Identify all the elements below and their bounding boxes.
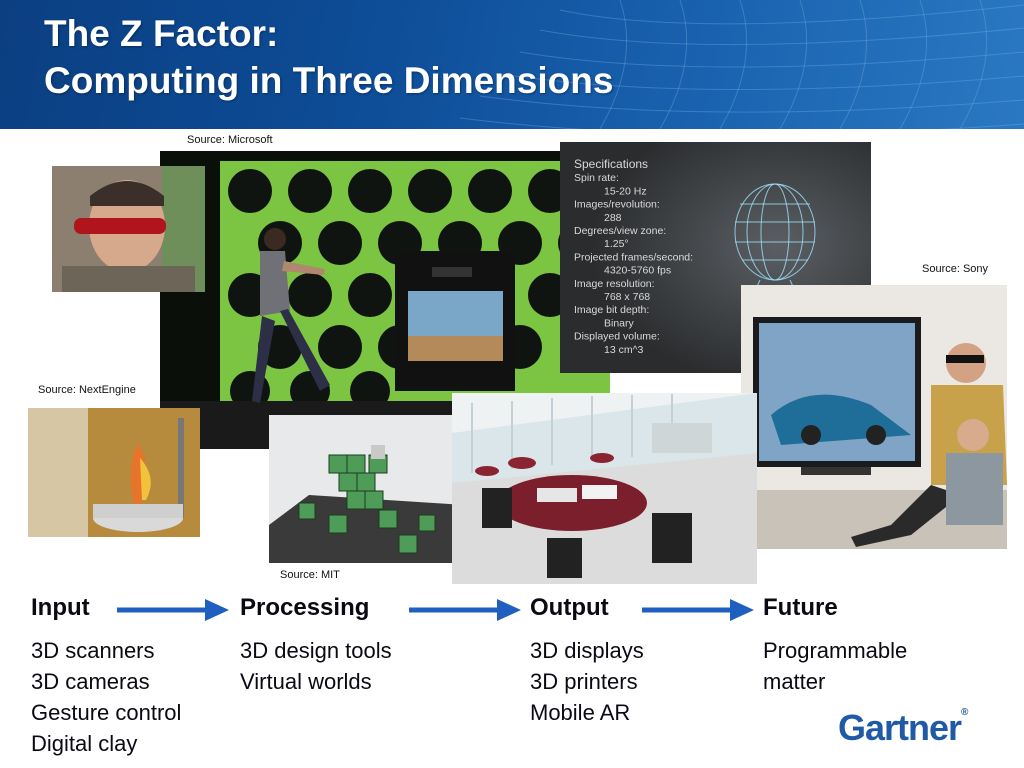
hologram-spec-line: Binary: [604, 317, 635, 329]
hologram-spec-line: 13 cm^3: [604, 344, 644, 356]
nextengine-scanner-photo: [28, 408, 200, 537]
hologram-spec-line: Image resolution:: [574, 278, 655, 290]
hologram-spec-line: 1.25°: [604, 238, 629, 250]
header-wave-grid: [459, 0, 1024, 129]
list-item: 3D cameras: [31, 669, 150, 694]
vr-glasses-photo: [52, 166, 205, 292]
sony-3d-tv-photo: [741, 285, 1007, 549]
slide-header: The Z Factor: Computing in Three Dimensi…: [0, 0, 1024, 129]
logo-text: Gartner: [838, 707, 962, 748]
source-sony: Source: Sony: [922, 263, 989, 275]
list-item: Virtual worlds: [240, 669, 372, 694]
list-item: matter: [763, 669, 826, 694]
list-item: Digital clay: [31, 731, 138, 756]
source-nextengine: Source: NextEngine: [38, 384, 136, 396]
stage-output-label: Output: [530, 594, 609, 621]
list-item: 3D printers: [530, 669, 638, 694]
title-line-2: Computing in Three Dimensions: [44, 60, 614, 101]
list-item: Mobile AR: [530, 700, 631, 725]
list-item: Gesture control: [31, 700, 182, 725]
list-item: 3D design tools: [240, 638, 392, 663]
hologram-spec-line: Spin rate:: [574, 172, 619, 184]
hologram-spec-line: Image bit depth:: [574, 304, 649, 316]
hologram-spec-line: Images/revolution:: [574, 199, 660, 211]
hologram-spec-line: Displayed volume:: [574, 331, 660, 343]
arrow-right-icon: [409, 599, 521, 621]
title-line-1: The Z Factor:: [44, 13, 279, 54]
stage-future-label: Future: [763, 594, 838, 621]
list-item: 3D scanners: [31, 638, 155, 663]
source-microsoft: Source: Microsoft: [187, 134, 273, 146]
hologram-spec-line: 768 x 768: [604, 291, 650, 303]
processing-items-list: 3D design tools Virtual worlds: [240, 635, 392, 697]
output-items-list: 3D displays 3D printers Mobile AR: [530, 635, 644, 728]
hologram-spec-line: 288: [604, 212, 622, 224]
kinect-demo-photo: [160, 151, 610, 449]
hologram-spec-line: Degrees/view zone:: [574, 225, 666, 237]
stage-processing-label: Processing: [240, 594, 370, 621]
arrow-right-icon: [642, 599, 754, 621]
hologram-spec-line: Projected frames/second:: [574, 251, 693, 263]
mit-robot-cubes-photo: [269, 415, 465, 563]
source-mit: Source: MIT: [280, 569, 340, 581]
future-items-list: Programmable matter: [763, 635, 907, 697]
input-items-list: 3D scanners 3D cameras Gesture control D…: [31, 635, 181, 759]
stage-input-label: Input: [31, 594, 90, 621]
virtual-world-photo: [452, 393, 757, 584]
slide-title: The Z Factor: Computing in Three Dimensi…: [44, 10, 613, 104]
list-item: 3D displays: [530, 638, 644, 663]
hologram-spec-line: 4320-5760 fps: [604, 265, 671, 277]
logo-registered-mark: ®: [961, 707, 969, 718]
hologram-spec-line: 15-20 Hz: [604, 185, 647, 197]
gartner-logo: Gartner®: [838, 707, 968, 749]
hologram-spec-line: Specifications: [574, 157, 648, 171]
arrow-right-icon: [117, 599, 229, 621]
list-item: Programmable: [763, 638, 908, 663]
